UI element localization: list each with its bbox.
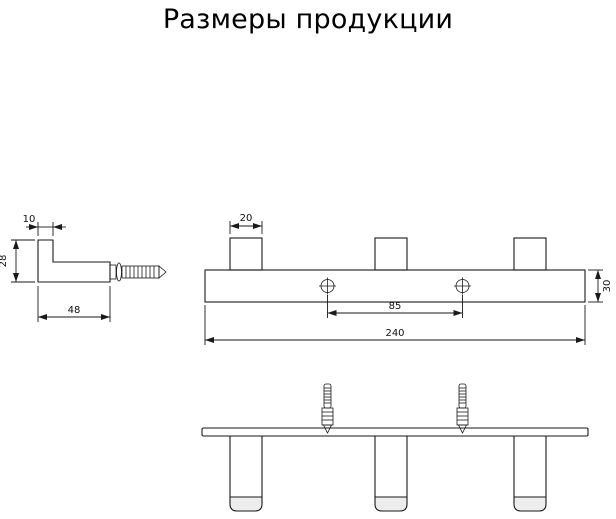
dim-label-hook-width: 20 [240,213,253,224]
rail-front [204,269,586,303]
screw-symbol-2 [454,277,471,295]
hook-front-1 [229,237,263,271]
dim-label-side-depth: 48 [68,305,81,316]
side-hook-profile [37,239,111,283]
dim-label-hole-spacing: 85 [389,301,402,312]
hook-hanging-2 [374,436,408,512]
hook-hanging-3 [513,436,547,512]
hook-front-3 [513,237,547,271]
rail-edge [201,427,589,437]
wall-anchor-2 [456,383,469,434]
dim-hole-spacing: 85 [327,295,463,318]
dim-label-rail-height: 30 [602,280,613,293]
dim-side-height: 28 [0,239,35,283]
screw-symbol-1 [319,277,336,295]
dim-rail-height: 30 [588,269,613,303]
wall-anchor-1 [321,383,334,434]
dim-label-total-length: 240 [385,328,404,339]
hook-hanging-1 [229,436,263,512]
dim-hook-width: 20 [229,213,263,234]
dim-label-side-top-width: 10 [23,214,36,225]
hook-front-2 [374,237,408,271]
dim-side-depth: 48 [37,286,111,322]
wall-plug-side [109,262,167,282]
dim-label-side-height: 28 [0,255,9,268]
dim-side-top-width: 10 [23,214,66,236]
dim-total-length: 240 [204,305,586,345]
page-title: Размеры продукции [162,4,454,35]
installation-view [201,383,589,512]
side-view: 10 28 48 [0,214,167,322]
front-view: 20 85 240 30 [204,213,613,345]
